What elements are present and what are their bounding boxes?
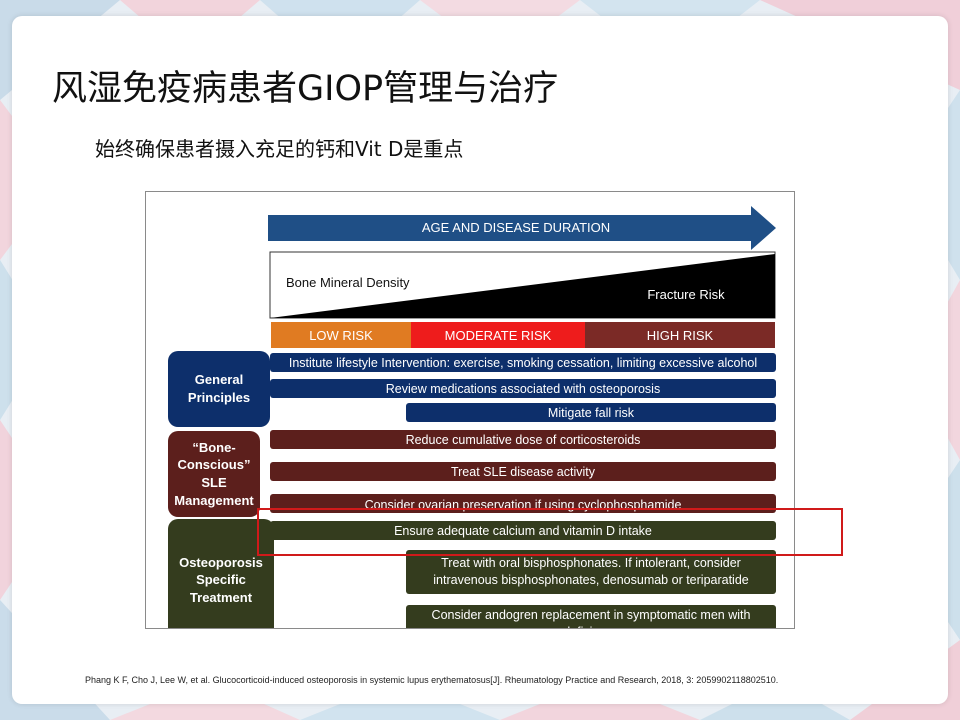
bone-conscious-label: “Bone- Conscious” SLE Management [168, 431, 260, 517]
slide-subtitle: 始终确保患者摄入充足的钙和Vit D是重点 [95, 137, 464, 161]
bisphosphonates-bar: Treat with oral bisphosphonates. If into… [406, 550, 776, 594]
slide-title: 风湿免疫病患者GIOP管理与治疗 [52, 69, 559, 109]
medications-bar: Review medications associated with osteo… [270, 379, 776, 398]
reference-citation: Phang K F, Cho J, Lee W, et al. Glucocor… [85, 675, 779, 685]
giop-management-figure: AGE AND DISEASE DURATION Bone Mineral De… [145, 191, 795, 629]
high-risk-box: HIGH RISK [585, 322, 775, 348]
general-principles-label: General Principles [168, 351, 270, 427]
bmd-label: Bone Mineral Density [286, 274, 410, 290]
low-risk-box: LOW RISK [271, 322, 411, 348]
calcium-vitd-highlight-box [257, 508, 843, 556]
figure-graphics [268, 206, 776, 319]
lifestyle-bar: Institute lifestyle Intervention: exerci… [270, 353, 776, 372]
moderate-risk-box: MODERATE RISK [411, 322, 585, 348]
osteoporosis-treatment-label: Osteoporosis Specific Treatment [168, 519, 274, 628]
age-duration-label: AGE AND DISEASE DURATION [421, 219, 611, 235]
fall-risk-bar: Mitigate fall risk [406, 403, 776, 422]
age-duration-arrow [268, 206, 776, 250]
corticosteroid-bar: Reduce cumulative dose of corticosteroid… [270, 430, 776, 449]
fracture-risk-label: Fracture Risk [647, 286, 725, 302]
fracture-risk-wedge [270, 254, 775, 318]
calcium-vitd-bar: Ensure adequate calcium and vitamin D in… [270, 521, 776, 540]
sle-activity-bar: Treat SLE disease activity [270, 462, 776, 481]
androgen-bar: Consider andogren replacement in symptom… [406, 605, 776, 628]
